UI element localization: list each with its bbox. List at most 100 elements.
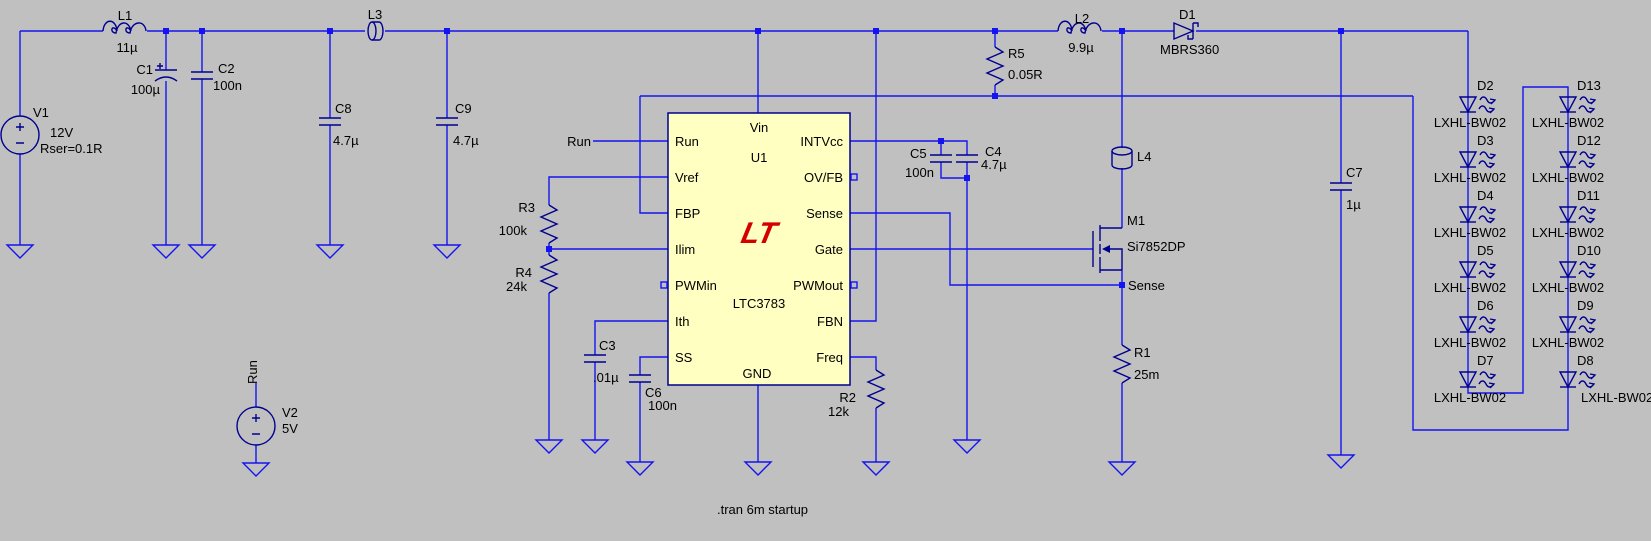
value-label[interactable]: Si7852DP <box>1127 239 1186 254</box>
led-D8[interactable]: D8 LXHL-BW02 <box>1558 353 1651 405</box>
ground-symbols[interactable] <box>5 244 1356 477</box>
ic-part-number[interactable]: LTC3783 <box>733 296 786 311</box>
led-ref[interactable]: D12 <box>1577 133 1601 148</box>
mosfet-M1[interactable]: M1 Si7852DP <box>1092 213 1186 273</box>
value-label[interactable]: 24k <box>506 279 527 294</box>
inductor-L2[interactable]: L2 9.9µ <box>1057 11 1102 55</box>
capacitor-C4[interactable]: C4 4.7µ <box>956 144 1007 172</box>
ref-label[interactable]: V2 <box>282 405 298 420</box>
led-ref[interactable]: D4 <box>1477 188 1494 203</box>
capacitor-C1[interactable]: C1 100µ <box>131 62 178 97</box>
ref-label[interactable]: L4 <box>1137 149 1151 164</box>
value-label[interactable]: 1µ <box>1346 197 1361 212</box>
resistor-R2[interactable]: R2 12k <box>828 369 886 419</box>
value-label[interactable]: 4.7µ <box>453 133 479 148</box>
led-value[interactable]: LXHL-BW02 <box>1434 225 1506 240</box>
resistor-R4[interactable]: R4 24k <box>506 254 559 294</box>
capacitor-C7[interactable]: C7 1µ <box>1330 165 1363 212</box>
capacitor-C9[interactable]: C9 4.7µ <box>436 101 479 148</box>
value-label[interactable]: MBRS360 <box>1160 42 1219 57</box>
ref-label[interactable]: C5 <box>910 146 927 161</box>
inductor-L1[interactable]: L1 11µ <box>102 8 147 55</box>
led-value[interactable]: LXHL-BW02 <box>1434 335 1506 350</box>
ic-body[interactable] <box>667 112 851 386</box>
net-label-run[interactable]: Run <box>245 360 260 384</box>
led-value[interactable]: LXHL-BW02 <box>1434 115 1506 130</box>
led-value[interactable]: LXHL-BW02 <box>1532 170 1604 185</box>
resistor-R3[interactable]: R3 100k <box>499 200 559 244</box>
led-D11[interactable]: D11 LXHL-BW02 <box>1532 188 1604 240</box>
led-ref[interactable]: D9 <box>1577 298 1594 313</box>
capacitor-C8[interactable]: C8 4.7µ <box>319 101 359 148</box>
value-label[interactable]: 100µ <box>131 82 161 97</box>
ferrite-bead-L4[interactable]: L4 <box>1111 146 1151 170</box>
param-label[interactable]: Rser=0.1R <box>40 141 103 156</box>
ref-label[interactable]: L3 <box>368 7 382 22</box>
ref-label[interactable]: C7 <box>1346 165 1363 180</box>
led-ref[interactable]: D5 <box>1477 243 1494 258</box>
ref-label[interactable]: C9 <box>455 101 472 116</box>
ref-label[interactable]: R2 <box>839 390 856 405</box>
capacitor-C2[interactable]: C2 100n <box>191 61 242 93</box>
led-value[interactable]: LXHL-BW02 <box>1532 115 1604 130</box>
led-D5[interactable]: D5 LXHL-BW02 <box>1434 243 1506 295</box>
ref-label[interactable]: C3 <box>599 338 616 353</box>
ref-label[interactable]: M1 <box>1127 213 1145 228</box>
net-label-run-chip[interactable]: Run <box>567 134 591 149</box>
led-value[interactable]: LXHL-BW02 <box>1532 335 1604 350</box>
value-label[interactable]: 12V <box>50 125 73 140</box>
led-value[interactable]: LXHL-BW02 <box>1434 170 1506 185</box>
ref-label[interactable]: L1 <box>118 8 132 23</box>
led-D12[interactable]: D12 LXHL-BW02 <box>1532 133 1604 185</box>
led-D6[interactable]: D6 LXHL-BW02 <box>1434 298 1506 350</box>
led-ref[interactable]: D13 <box>1577 78 1601 93</box>
led-ref[interactable]: D2 <box>1477 78 1494 93</box>
led-ref[interactable]: D11 <box>1577 188 1600 203</box>
voltage-source-V1[interactable]: V1 12V Rser=0.1R <box>0 105 103 156</box>
ref-label[interactable]: R1 <box>1134 345 1151 360</box>
capacitor-C6[interactable]: C6 100n <box>629 374 677 413</box>
led-ref[interactable]: D3 <box>1477 133 1494 148</box>
led-D10[interactable]: D10 LXHL-BW02 <box>1532 243 1604 295</box>
ic-ref[interactable]: U1 <box>751 150 768 165</box>
value-label[interactable]: 0.05R <box>1008 67 1043 82</box>
net-label-sense[interactable]: Sense <box>1128 278 1165 293</box>
value-label[interactable]: 25m <box>1134 367 1159 382</box>
led-D4[interactable]: D4 LXHL-BW02 <box>1434 188 1506 240</box>
ref-label[interactable]: C2 <box>218 61 235 76</box>
led-value[interactable]: LXHL-BW02 <box>1581 390 1651 405</box>
capacitor-C5[interactable]: C5 100n <box>905 146 952 180</box>
led-D9[interactable]: D9 LXHL-BW02 <box>1532 298 1604 350</box>
ref-label[interactable]: V1 <box>33 105 49 120</box>
led-ref[interactable]: D7 <box>1477 353 1494 368</box>
led-ref[interactable]: D8 <box>1577 353 1594 368</box>
led-value[interactable]: LXHL-BW02 <box>1532 225 1604 240</box>
value-label[interactable]: .01µ <box>593 370 619 385</box>
ic-U1[interactable]: Vin U1 LT LTC3783 GND Run Vref FBP Ilim … <box>667 112 851 386</box>
resistor-R1[interactable]: R1 25m <box>1112 344 1159 384</box>
value-label[interactable]: 5V <box>282 421 298 436</box>
capacitor-C3[interactable]: C3 .01µ <box>584 338 619 385</box>
value-label[interactable]: 4.7µ <box>981 157 1007 172</box>
value-label[interactable]: 12k <box>828 404 849 419</box>
ref-label[interactable]: D1 <box>1179 7 1196 22</box>
spice-directive[interactable]: .tran 6m startup <box>717 502 808 517</box>
value-label[interactable]: 100k <box>499 223 528 238</box>
voltage-source-V2[interactable]: V2 5V Run <box>236 360 298 446</box>
led-value[interactable]: LXHL-BW02 <box>1434 390 1506 405</box>
value-label[interactable]: 100n <box>648 398 677 413</box>
led-D3[interactable]: D3 LXHL-BW02 <box>1434 133 1506 185</box>
ref-label[interactable]: C8 <box>335 101 352 116</box>
value-label[interactable]: 9.9µ <box>1068 40 1094 55</box>
value-label[interactable]: 11µ <box>117 40 138 55</box>
led-D2[interactable]: D2 LXHL-BW02 <box>1434 78 1506 130</box>
ref-label[interactable]: C1 <box>136 62 153 77</box>
value-label[interactable]: 100n <box>213 78 242 93</box>
ref-label[interactable]: R3 <box>518 200 535 215</box>
led-ref[interactable]: D6 <box>1477 298 1494 313</box>
resistor-R5[interactable]: R5 0.05R <box>985 46 1043 86</box>
ref-label[interactable]: C4 <box>985 144 1002 159</box>
led-D7[interactable]: D7 LXHL-BW02 <box>1434 353 1506 405</box>
led-value[interactable]: LXHL-BW02 <box>1434 280 1506 295</box>
